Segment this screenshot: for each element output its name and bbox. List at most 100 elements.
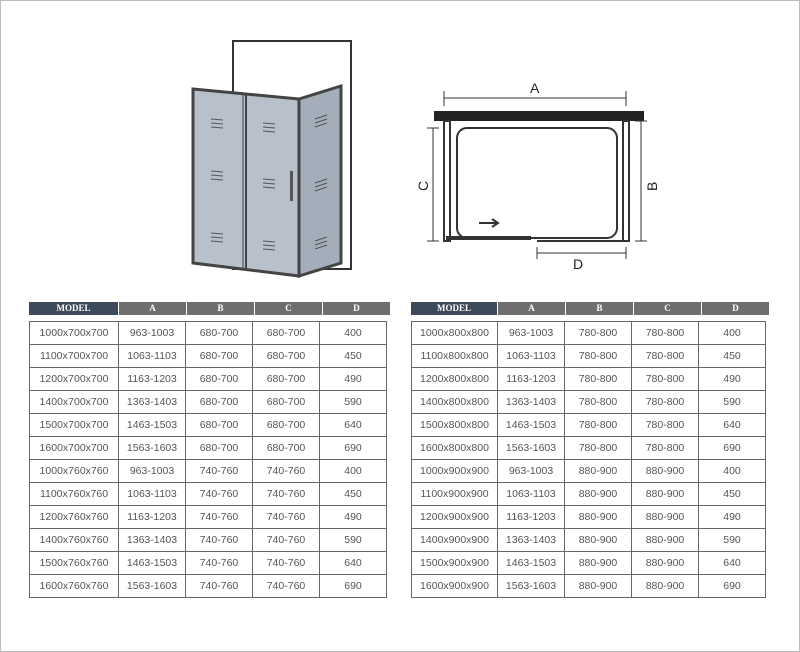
dimension-label-a: A — [530, 80, 540, 96]
column-header-c: C — [634, 302, 701, 315]
cell-c: 880-900 — [631, 505, 699, 529]
cell-d: 590 — [698, 528, 766, 552]
cell-d: 590 — [319, 528, 387, 552]
cell-d: 400 — [698, 321, 766, 345]
cell-b: 780-800 — [564, 367, 632, 391]
column-header-a: A — [498, 302, 565, 315]
cell-model: 1200x800x800 — [411, 367, 498, 391]
cell-c: 780-800 — [631, 344, 699, 368]
cell-b: 680-700 — [185, 321, 253, 345]
cell-d: 490 — [319, 505, 387, 529]
cell-model: 1000x800x800 — [411, 321, 498, 345]
cell-c: 780-800 — [631, 367, 699, 391]
cell-model: 1400x800x800 — [411, 390, 498, 414]
cell-d: 400 — [698, 459, 766, 483]
cell-model: 1100x700x700 — [29, 344, 119, 368]
cell-a: 1563-1603 — [118, 436, 186, 460]
cell-b: 880-900 — [564, 574, 632, 598]
column-header-d: D — [323, 302, 390, 315]
cell-a: 963-1003 — [118, 321, 186, 345]
cell-a: 1063-1103 — [497, 344, 565, 368]
cell-a: 1363-1403 — [497, 390, 565, 414]
cell-a: 963-1003 — [497, 459, 565, 483]
column-header-model: MODEL — [29, 302, 118, 315]
cell-c: 880-900 — [631, 528, 699, 552]
cell-model: 1500x700x700 — [29, 413, 119, 437]
cell-b: 680-700 — [185, 367, 253, 391]
cell-b: 880-900 — [564, 551, 632, 575]
cell-model: 1200x900x900 — [411, 505, 498, 529]
cell-d: 490 — [698, 367, 766, 391]
cell-model: 1600x760x760 — [29, 574, 119, 598]
cell-c: 740-760 — [252, 505, 320, 529]
cell-d: 640 — [319, 413, 387, 437]
cell-c: 780-800 — [631, 436, 699, 460]
cell-a: 1363-1403 — [118, 390, 186, 414]
cell-c: 740-760 — [252, 528, 320, 552]
cell-model: 1100x900x900 — [411, 482, 498, 506]
cell-a: 1063-1103 — [118, 344, 186, 368]
cell-d: 690 — [319, 574, 387, 598]
column-header-c: C — [255, 302, 322, 315]
cell-c: 740-760 — [252, 551, 320, 575]
cell-c: 880-900 — [631, 551, 699, 575]
dimension-label-b: B — [644, 182, 660, 191]
cell-b: 740-760 — [185, 459, 253, 483]
cell-a: 1363-1403 — [497, 528, 565, 552]
cell-model: 1500x900x900 — [411, 551, 498, 575]
cell-b: 680-700 — [185, 413, 253, 437]
cell-a: 1463-1503 — [497, 413, 565, 437]
cell-d: 640 — [698, 413, 766, 437]
cell-model: 1400x900x900 — [411, 528, 498, 552]
cell-model: 1600x700x700 — [29, 436, 119, 460]
cell-d: 490 — [698, 505, 766, 529]
cell-c: 680-700 — [252, 344, 320, 368]
cell-d: 640 — [319, 551, 387, 575]
dimension-label-d: D — [573, 256, 583, 272]
cell-a: 963-1003 — [497, 321, 565, 345]
shower-enclosure-illustration — [191, 40, 352, 279]
cell-c: 680-700 — [252, 413, 320, 437]
cell-a: 1463-1503 — [497, 551, 565, 575]
cell-model: 1000x760x760 — [29, 459, 119, 483]
column-header-model: MODEL — [411, 302, 497, 315]
cell-model: 1100x800x800 — [411, 344, 498, 368]
cell-model: 1200x700x700 — [29, 367, 119, 391]
cell-d: 690 — [698, 436, 766, 460]
cell-model: 1500x800x800 — [411, 413, 498, 437]
cell-b: 780-800 — [564, 344, 632, 368]
cell-a: 1163-1203 — [118, 367, 186, 391]
cell-d: 450 — [698, 482, 766, 506]
cell-c: 880-900 — [631, 574, 699, 598]
cell-b: 780-800 — [564, 321, 632, 345]
cell-c: 740-760 — [252, 574, 320, 598]
cell-d: 400 — [319, 321, 387, 345]
cell-d: 400 — [319, 459, 387, 483]
cell-model: 1200x760x760 — [29, 505, 119, 529]
